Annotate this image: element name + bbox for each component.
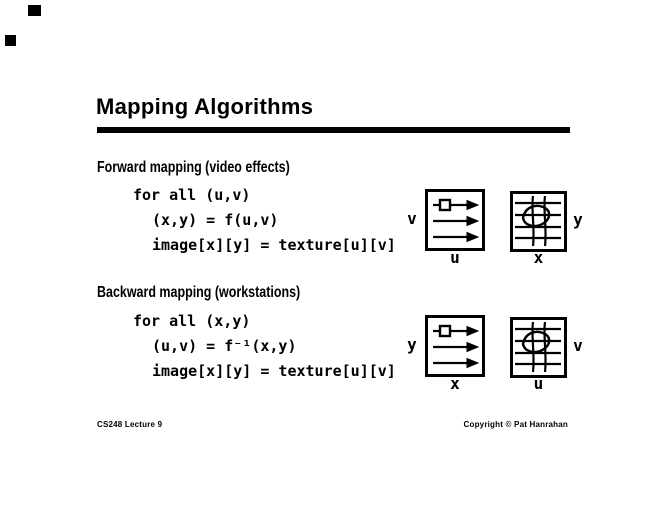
page-title: Mapping Algorithms [96, 94, 314, 119]
axis-label: v [407, 209, 417, 228]
warped-texture-box [510, 317, 567, 378]
texture-scanline-box [425, 189, 485, 251]
axis-label: u [533, 374, 544, 393]
axis-label: x [450, 374, 460, 393]
axis-label: y [573, 210, 583, 229]
footer-copyright: Copyright © Pat Hanrahan [463, 420, 568, 429]
code-line: for all (x,y) [133, 312, 251, 330]
code-line: image[x][y] = texture[u][v] [152, 236, 396, 254]
corner-decoration-square [5, 35, 16, 46]
section-heading-forward: Forward mapping (video effects) [97, 159, 290, 176]
code-line: for all (u,v) [133, 186, 251, 204]
code-line: image[x][y] = texture[u][v] [152, 362, 396, 380]
scanline-arrows-icon [433, 198, 480, 243]
code-line: (u,v) = f⁻¹(x,y) [152, 337, 297, 355]
section-heading-backward: Backward mapping (workstations) [97, 284, 301, 301]
axis-label: u [450, 248, 460, 267]
title-underline-rule [97, 127, 570, 133]
warped-grid-icon [515, 321, 561, 373]
scanline-arrows-icon [433, 324, 480, 369]
corner-decoration-square [28, 5, 41, 16]
code-line: (x,y) = f(u,v) [152, 211, 279, 229]
axis-label: y [407, 335, 417, 354]
warped-image-box [510, 191, 567, 252]
footer-course-label: CS248 Lecture 9 [97, 420, 163, 429]
axis-label: x [533, 248, 544, 267]
axis-label: v [573, 336, 583, 355]
warped-grid-icon [515, 195, 561, 247]
image-scanline-box [425, 315, 485, 377]
